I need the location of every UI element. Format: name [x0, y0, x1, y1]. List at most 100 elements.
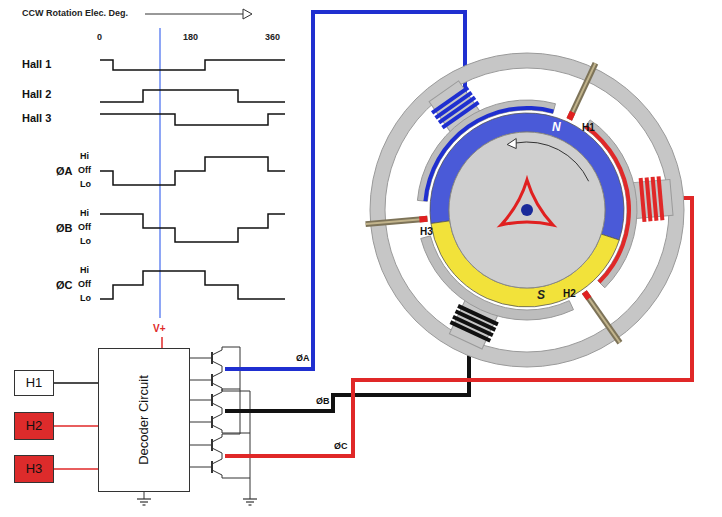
degree-mark: 0	[97, 33, 102, 43]
coil-winding	[432, 88, 468, 113]
gate-wire	[190, 467, 212, 468]
hall-sensor-rod	[366, 219, 428, 224]
signal-wire	[54, 468, 98, 470]
pole-label: S	[537, 289, 545, 302]
switch-gate	[211, 439, 213, 451]
axis-title: CCW Rotation Elec. Deg.	[22, 9, 128, 19]
ground-wire	[250, 492, 251, 499]
coil-winding	[647, 177, 651, 221]
level-name: Off	[78, 280, 91, 290]
switch-emitter	[212, 425, 222, 430]
switch-gate	[211, 374, 213, 386]
switch-gate	[211, 352, 213, 364]
coil-winding	[641, 178, 645, 222]
signal-name: Hall 2	[22, 88, 51, 100]
signal-wire	[54, 382, 98, 384]
switch-wire	[222, 366, 223, 369]
ground-rail	[250, 391, 251, 492]
shaft	[521, 204, 533, 216]
signal-name: Hall 3	[22, 112, 51, 124]
switch-collector	[212, 459, 222, 464]
level-name: Off	[78, 166, 91, 176]
switch-collector	[212, 392, 222, 397]
signal-wire	[54, 425, 98, 427]
wire-label: ØA	[296, 354, 310, 364]
sensor-box: H2	[14, 412, 54, 440]
sensor-box: H1	[14, 370, 54, 396]
phase-waveform	[100, 157, 285, 185]
ground-symbol	[143, 504, 146, 505]
gate-wire	[190, 445, 212, 446]
sensor-label: H3	[420, 226, 433, 237]
switch-wire	[222, 369, 223, 372]
phase-b-wire	[225, 335, 469, 411]
supply-wire	[222, 347, 240, 350]
switch-collector	[212, 437, 222, 442]
switch-emitter	[212, 470, 222, 475]
ground-wire	[222, 475, 250, 478]
level-name: Lo	[80, 294, 91, 304]
node-text: Decoder Circuit	[137, 375, 151, 465]
rotation-arrowhead	[243, 9, 252, 19]
hall-sensor-rod	[569, 63, 595, 119]
coil-winding	[653, 177, 657, 221]
switch-emitter	[212, 383, 222, 388]
switch-emitter	[212, 361, 222, 366]
phase-name: ØC	[56, 279, 73, 291]
switch-collector	[212, 350, 222, 355]
ground-symbol	[243, 498, 257, 499]
supply-line	[161, 337, 163, 348]
hall-sensor-rod	[569, 63, 595, 119]
rotation-arrowhead	[507, 139, 516, 149]
coil-winding	[659, 176, 663, 220]
level-name: Off	[78, 223, 91, 233]
switch-emitter	[212, 448, 222, 453]
ground-symbol	[137, 498, 151, 499]
wire-label: ØB	[316, 397, 330, 407]
hall-sensor-tip	[569, 112, 572, 119]
switch-emitter	[212, 403, 222, 408]
hall-sensor-rod	[584, 292, 620, 343]
hall-waveform	[100, 60, 285, 70]
ground-wire	[222, 388, 250, 391]
rotation-arrow-line	[145, 14, 243, 15]
sensor-box: H3	[14, 455, 54, 483]
phase-waveform	[100, 214, 285, 242]
hall-waveform	[100, 114, 285, 125]
degree-mark: 360	[265, 33, 280, 43]
supply-wire	[222, 389, 240, 392]
stator-ring	[378, 61, 677, 360]
gate-wire	[190, 380, 212, 381]
node-text: H3	[26, 462, 43, 476]
switch-gate	[211, 461, 213, 473]
supply-label: V+	[153, 323, 166, 334]
phase-name: ØA	[56, 165, 73, 177]
ground-symbol	[140, 501, 148, 502]
phase-waveform	[100, 271, 285, 299]
switch-collector	[212, 414, 222, 419]
sensor-label: H1	[582, 122, 595, 133]
hall-sensor-tip	[419, 216, 427, 223]
level-name: Hi	[80, 152, 89, 162]
supply-rail	[240, 347, 241, 434]
supply-wire	[222, 434, 240, 437]
rotation-arrow	[515, 142, 588, 181]
switch-wire	[222, 456, 223, 459]
hall-sensor-tip	[584, 292, 589, 299]
level-name: Hi	[80, 266, 89, 276]
hall-sensor-rod	[584, 292, 620, 343]
node-text: H2	[26, 419, 43, 433]
pole-label: N	[552, 121, 561, 134]
time-cursor	[159, 28, 161, 318]
switch-gate	[211, 416, 213, 428]
level-name: Lo	[80, 237, 91, 247]
sensor-label: H2	[563, 288, 576, 299]
shaft-symbol	[501, 180, 553, 225]
rotor-hub	[449, 132, 605, 288]
decoder-box: Decoder Circuit	[98, 348, 190, 492]
ground-wire	[222, 430, 250, 433]
switch-collector	[212, 372, 222, 377]
switch-wire	[222, 453, 223, 456]
level-name: Hi	[80, 209, 89, 219]
